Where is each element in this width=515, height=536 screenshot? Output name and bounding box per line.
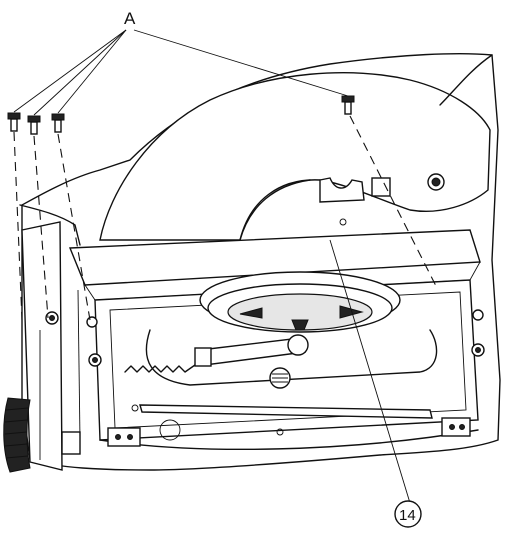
screw-3 — [51, 113, 65, 133]
screw-4-path — [349, 115, 439, 291]
hole-large — [159, 419, 181, 441]
pulley-slot-left — [239, 307, 263, 319]
adjust-knob-grip — [272, 373, 288, 383]
left-wheel — [3, 397, 31, 473]
wheel-axle-block — [61, 431, 81, 455]
tab-right — [441, 417, 471, 437]
hole-small-3 — [276, 428, 284, 436]
screw-4 — [341, 95, 355, 115]
leader-a-4 — [133, 29, 349, 97]
tab-left — [107, 427, 141, 447]
idler-pivot — [287, 334, 309, 356]
pulley-slot-center — [291, 319, 309, 331]
tension-spring — [124, 357, 206, 373]
left-side-panel — [21, 221, 63, 471]
hole-small-1 — [339, 218, 347, 226]
tab-left-hole-1 — [115, 434, 121, 440]
left-wheel-tread — [4, 407, 29, 459]
bolt-left-lower-center — [92, 357, 98, 363]
leader-a-2 — [33, 29, 127, 116]
tab-right-hole-2 — [459, 424, 465, 430]
chute-upper-edge — [439, 54, 493, 106]
leader-a-3 — [57, 29, 127, 114]
hole-small-2 — [131, 404, 139, 412]
bolt-right-upper — [472, 309, 484, 321]
spring-bracket — [194, 347, 212, 367]
screw-1 — [7, 112, 21, 132]
bolt-right-lower-center — [475, 347, 481, 353]
left-post-2 — [77, 289, 81, 441]
tab-left-hole-2 — [127, 434, 133, 440]
part-number-label: 14 — [399, 507, 416, 524]
tab-right-hole-1 — [449, 424, 455, 430]
chute-bracket — [319, 177, 365, 203]
belt-loop — [145, 329, 438, 386]
bolt-left-upper-center — [49, 315, 55, 321]
bolt-left-mid — [86, 316, 98, 328]
part-number-circle — [394, 500, 422, 528]
chute-bolt-center — [431, 177, 441, 187]
bottom-skirt — [99, 429, 479, 450]
screws-label: A — [124, 9, 136, 28]
lower-rail — [139, 404, 433, 419]
screw-2 — [27, 115, 41, 135]
left-front-edge — [19, 204, 81, 246]
leader-14 — [329, 239, 411, 504]
chute-bracket-block — [371, 177, 391, 197]
chute-inner-curve — [239, 179, 311, 241]
leader-a-1 — [13, 29, 127, 113]
screw-1-path — [13, 131, 23, 321]
screw-3-path — [57, 133, 91, 321]
screw-2-path — [33, 135, 49, 319]
